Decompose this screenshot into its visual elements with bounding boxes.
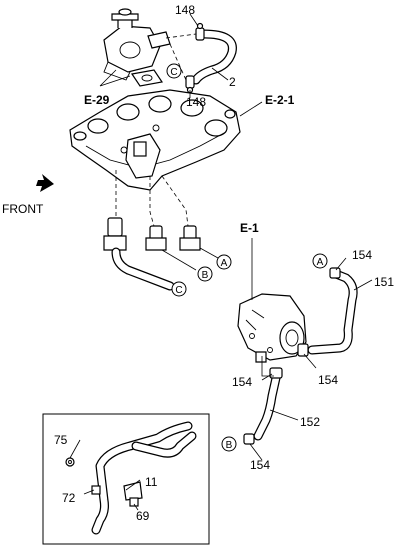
hose-152 [253,373,281,441]
thermostat-valve-assembly [103,8,171,81]
svg-text:A: A [317,257,324,268]
clamp-148-top [195,22,205,41]
fitting-right [179,225,219,259]
callout-b-upper: B [197,266,213,282]
ref-e21: E-2-1 [265,93,295,107]
front-label: FRONT [2,202,44,216]
part-2: 2 [229,75,236,89]
fitting-left [103,217,175,291]
ref-e1: E-1 [240,221,259,235]
washer-75 [65,457,75,467]
clamp-154-right [297,343,309,357]
intake-manifold [69,89,241,191]
part-151: 151 [374,275,394,289]
part-75: 75 [54,433,68,447]
inset-box [42,413,210,545]
clamp-154-a [329,267,341,279]
callout-a-upper: A [216,254,232,270]
part-154-a: 154 [352,248,372,262]
part-72: 72 [62,491,76,505]
part-11: 11 [145,475,158,489]
svg-text:B: B [226,440,233,451]
callout-a-right: A [312,253,328,269]
svg-text:C: C [170,67,177,78]
gasket [130,69,164,87]
part-154-left: 154 [232,375,252,389]
hose-2 [191,29,237,85]
part-148-mid: 148 [186,95,206,109]
callout-b-right: B [221,436,237,452]
svg-text:C: C [175,285,182,296]
fitting-middle [145,225,197,271]
front-arrow-icon [36,174,54,192]
clamp-154-left [269,367,283,379]
part-148-top: 148 [175,3,195,17]
bolt-72 [91,485,101,495]
water-pump [237,293,307,363]
part-69: 69 [136,509,150,523]
callout-c-lower: C [171,281,187,297]
callout-c-top: C [166,63,182,79]
part-154-right: 154 [318,373,338,387]
clamp-154-bottom [243,433,255,445]
svg-text:B: B [202,270,209,281]
ref-e29: E-29 [84,93,110,107]
nut-69 [129,497,139,507]
svg-text:A: A [221,258,228,269]
hose-151 [307,269,358,355]
pipe-11 [91,421,197,535]
part-152: 152 [300,415,320,429]
part-154-bottom: 154 [250,458,270,472]
